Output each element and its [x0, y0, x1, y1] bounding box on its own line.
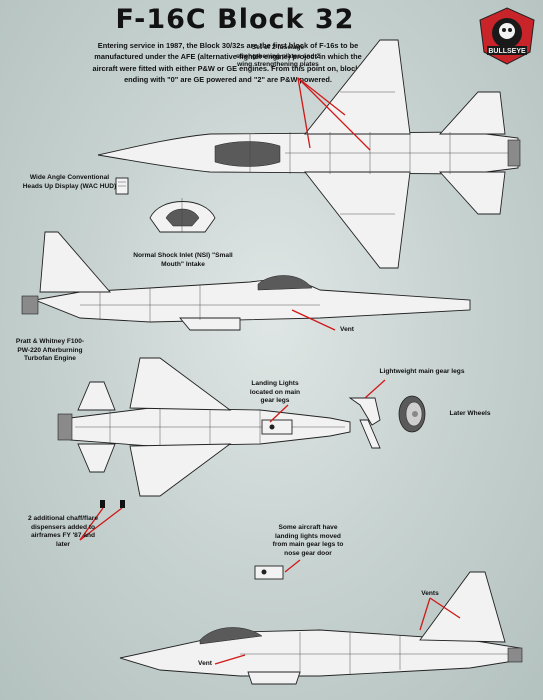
- plates-leader-2: [297, 77, 346, 116]
- hud-label: Wide Angle Conventional Heads Up Display…: [22, 174, 117, 190]
- plates-label: Set of 2 fuselage strengthening plates a…: [236, 44, 320, 69]
- vent-lower-label: Vent: [198, 660, 212, 667]
- plates-leader-1: [297, 77, 311, 149]
- bullseye-logo: BULLSEYE: [479, 7, 535, 65]
- nsi-label: Normal Shock Inlet (NSI) "Small Mouth" I…: [133, 252, 233, 268]
- vent-upper-leader: [291, 309, 336, 331]
- vent-lower-leader: [214, 654, 246, 665]
- vents-leader-1: [419, 597, 431, 631]
- wheel-detail: [398, 395, 426, 433]
- lightweight-gear-label: Lightweight main gear legs: [379, 368, 465, 375]
- side-view-aircraft-lower: [119, 571, 523, 685]
- hud-detail: [115, 177, 129, 195]
- side-view-aircraft: [21, 231, 471, 331]
- intro-text: Entering service in 1987, the Block 30/3…: [92, 41, 364, 85]
- nose-gear-door-detail: [254, 565, 284, 580]
- plates-leader-3: [297, 77, 371, 151]
- gear-legs-leader: [364, 379, 386, 399]
- vents-leader-2: [429, 597, 461, 619]
- landing-lights-label: Landing Lights located on main gear legs: [249, 380, 301, 405]
- nsi-intake-detail: [149, 198, 216, 233]
- lights-moved-label: Some aircraft have landing lights moved …: [272, 524, 344, 557]
- engine-label: Pratt & Whitney F100-PW-220 Afterburning…: [15, 338, 85, 363]
- landing-lights-leader: [269, 404, 289, 423]
- chaff-leader-1: [79, 507, 104, 541]
- vent-upper-label: Vent: [340, 326, 354, 333]
- main-gear-leg-detail: [261, 397, 381, 449]
- bottom-view-aircraft: [57, 357, 351, 508]
- chaff-leader-2: [79, 507, 123, 541]
- svg-text:BULLSEYE: BULLSEYE: [488, 48, 526, 55]
- lights-moved-leader: [284, 559, 301, 573]
- top-view-aircraft: [97, 39, 521, 269]
- vents-label: Vents: [421, 590, 439, 597]
- page-title: F-16C Block 32: [115, 4, 355, 35]
- chaff-label: 2 additional chaff/flare dispensers adde…: [28, 515, 98, 548]
- wheels-label: Later Wheels: [449, 410, 491, 417]
